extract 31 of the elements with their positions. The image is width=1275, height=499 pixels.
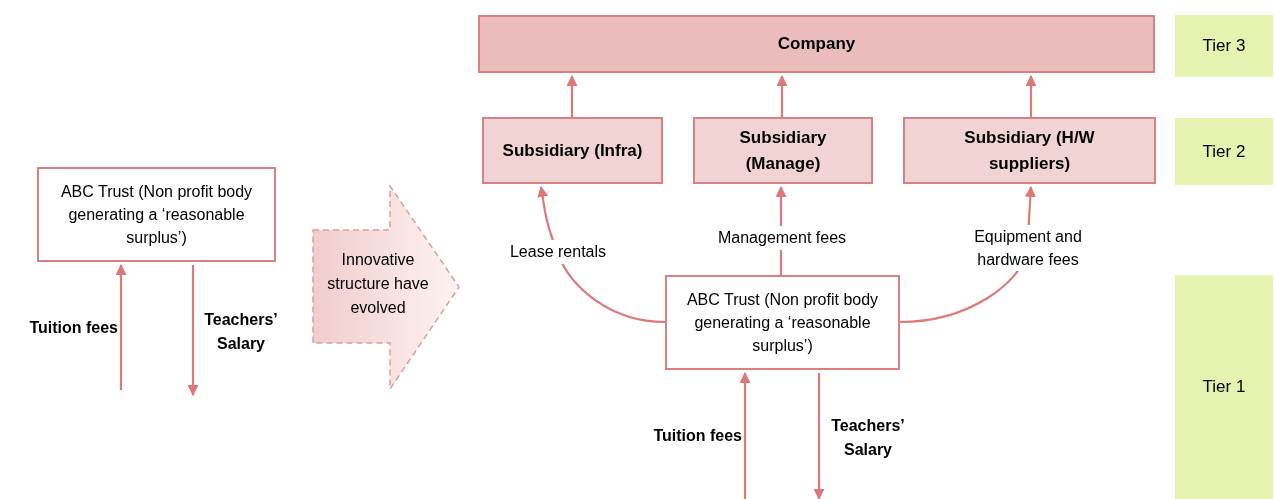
tier-band — [1175, 118, 1273, 185]
subsidiary-box — [482, 117, 663, 184]
arrow — [187, 265, 199, 397]
box-label: Subsidiary (Manage) — [738, 127, 828, 175]
arrow — [739, 371, 751, 499]
trust-box — [37, 167, 276, 262]
arrow — [776, 74, 788, 117]
box-label: Company — [777, 33, 856, 56]
box-label: Subsidiary (H/W suppliers) — [963, 127, 1096, 175]
box-label: Tier 2 — [1202, 140, 1246, 163]
box-label: Subsidiary (Infra) — [501, 139, 644, 162]
arrow — [1025, 74, 1037, 117]
edge-label: Teachers’ Salary — [830, 416, 906, 460]
company-box — [478, 15, 1155, 73]
subsidiary-box — [693, 117, 873, 184]
edge-label: Teachers’ Salary — [203, 310, 279, 354]
edge-label: Tuition fees — [652, 426, 742, 446]
trust-box — [665, 275, 900, 370]
tier-band — [1175, 275, 1273, 499]
edge-label: Tuition fees — [28, 318, 118, 338]
arrow — [115, 263, 127, 390]
box-label: ABC Trust (Non profit body generating a ‘reasonable surplus’) — [59, 182, 254, 248]
tier-band — [1175, 15, 1273, 77]
arrow — [566, 74, 578, 117]
box-label: ABC Trust (Non profit body generating a ‘reasonable surplus’) — [685, 290, 880, 356]
box-label: Tier 3 — [1202, 35, 1246, 58]
arrow-text: Innovative structure have evolved — [326, 250, 430, 318]
arrow — [537, 185, 666, 324]
subsidiary-box — [903, 117, 1156, 184]
box-label: Tier 1 — [1202, 376, 1246, 399]
arrow — [813, 373, 825, 499]
